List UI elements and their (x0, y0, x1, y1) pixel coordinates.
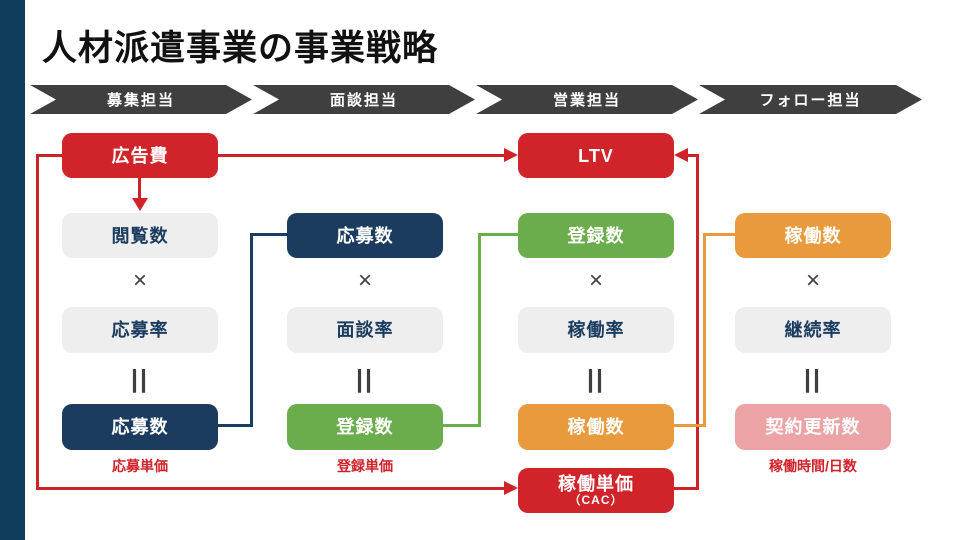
unit-label-registration-cost: 登録単価 (337, 458, 393, 474)
page-title: 人材派遣事業の事業戦略 (42, 29, 439, 68)
kpi-column-follow: 稼働数 × 継続率 || 契約更新数 稼働時間/日数 (735, 213, 891, 483)
box-label: 継続率 (784, 320, 842, 340)
box-operation-unit-cost-cac: 稼働単価 （CAC） (518, 468, 674, 513)
connector-ltv-right-stub (688, 154, 699, 157)
connector-navy-bottom (218, 424, 253, 427)
multiply-operator: × (357, 267, 372, 294)
connector-green-bottom (443, 424, 481, 427)
box-application-rate: 応募率 (62, 307, 218, 353)
phase-label: フォロー担当 (759, 92, 862, 109)
phase-chevron-interview: 面談担当 (253, 85, 475, 114)
box-label: 稼働数 (567, 417, 625, 437)
arrowhead-into-pageviews (132, 198, 148, 211)
phase-chevron-recruiting: 募集担当 (30, 85, 252, 114)
arrowhead-into-ltv-right (674, 148, 688, 162)
box-page-views: 閲覧数 (62, 213, 218, 258)
connector-cac-right-stub (673, 487, 699, 490)
box-label: 稼働率 (567, 320, 625, 340)
connector-navy-top (250, 233, 287, 236)
connector-orange-top (703, 233, 735, 236)
box-sublabel: （CAC） (568, 493, 624, 507)
kpi-column-sales: 登録数 × 稼働率 || 稼働数 (518, 213, 674, 483)
box-registrations: 登録数 (287, 404, 443, 450)
kpi-column-interview: 応募数 × 面談率 || 登録数 登録単価 (287, 213, 443, 483)
box-operation-rate: 稼働率 (518, 307, 674, 353)
connector-bottom-horizontal (36, 487, 504, 490)
connector-adcost-down-stub (138, 178, 141, 198)
phase-label: 営業担当 (552, 92, 621, 109)
box-label: 応募率 (111, 320, 169, 340)
equals-operator: || (356, 365, 374, 393)
connector-orange-bottom (674, 424, 706, 427)
box-operations: 稼働数 (735, 213, 891, 258)
phase-chevron-follow: フォロー担当 (699, 85, 922, 114)
arrowhead-into-cac (504, 481, 518, 495)
box-label: 広告費 (111, 145, 169, 166)
connector-green-top (478, 233, 518, 236)
unit-label-operation-time: 稼働時間/日数 (769, 458, 857, 474)
multiply-operator: × (588, 267, 603, 294)
connector-navy-vertical (250, 233, 253, 427)
box-label: 契約更新数 (765, 417, 861, 437)
box-label: 応募数 (111, 417, 169, 437)
unit-label-application-cost: 応募単価 (112, 458, 168, 474)
connector-orange-vertical (703, 233, 706, 427)
box-registrations: 登録数 (518, 213, 674, 258)
phase-chevron-sales: 営業担当 (476, 85, 698, 114)
box-label: 稼働数 (784, 225, 842, 246)
connector-left-vertical (36, 154, 39, 490)
box-interview-rate: 面談率 (287, 307, 443, 353)
arrowhead-into-ltv-left (504, 148, 518, 162)
connector-right-vertical (696, 154, 699, 490)
box-label: 面談率 (336, 320, 394, 340)
phase-label: 面談担当 (329, 92, 398, 109)
box-retention-rate: 継続率 (735, 307, 891, 353)
box-label: 登録数 (567, 225, 625, 246)
equals-operator: || (587, 365, 605, 393)
multiply-operator: × (132, 267, 147, 294)
multiply-operator: × (805, 267, 820, 294)
kpi-column-recruiting: 閲覧数 × 応募率 || 応募数 応募単価 (62, 213, 218, 483)
box-applications: 応募数 (287, 213, 443, 258)
box-label: LTV (578, 145, 614, 166)
connector-green-vertical (478, 233, 481, 427)
connector-adcost-to-ltv (218, 154, 504, 157)
equals-operator: || (131, 365, 149, 393)
box-ad-cost: 広告費 (62, 133, 218, 178)
equals-operator: || (804, 365, 822, 393)
box-label: 閲覧数 (111, 225, 169, 246)
box-ltv: LTV (518, 133, 674, 178)
left-accent-strip (0, 0, 25, 540)
box-contract-renewals: 契約更新数 (735, 404, 891, 450)
box-operations: 稼働数 (518, 404, 674, 450)
box-label: 登録数 (336, 417, 394, 437)
box-label: 応募数 (336, 225, 394, 246)
box-label: 稼働単価 (558, 474, 634, 494)
box-applications: 応募数 (62, 404, 218, 450)
connector-adcost-left-stub (36, 154, 62, 157)
phase-label: 募集担当 (106, 92, 175, 109)
